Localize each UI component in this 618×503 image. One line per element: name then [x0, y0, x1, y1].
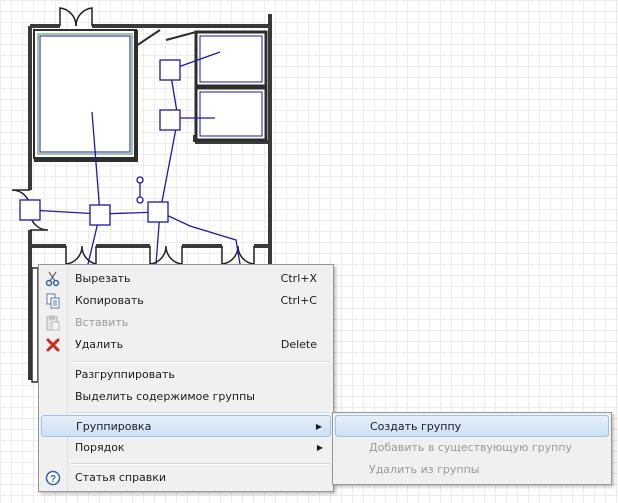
menu-item-delete[interactable]: Удалить Delete: [41, 334, 331, 356]
menu-item-shortcut: Ctrl+X: [280, 272, 317, 285]
menu-separator: [71, 412, 329, 414]
rooms: [31, 29, 268, 383]
menu-item-copy[interactable]: Копировать Ctrl+C: [41, 290, 331, 312]
submenu-arrow-icon: ▶: [315, 422, 322, 431]
submenu-item-create-group[interactable]: Создать группу: [335, 415, 609, 437]
menu-item-cut[interactable]: Вырезать Ctrl+X: [41, 268, 331, 290]
svg-text:?: ?: [50, 474, 56, 485]
menu-item-label: Вставить: [75, 316, 129, 329]
menu-item-label: Порядок: [75, 441, 125, 454]
copy-icon: [46, 293, 60, 309]
submenu-item-remove-from-group[interactable]: Удалить из группы: [335, 459, 609, 481]
menu-item-label: Группировка: [76, 420, 152, 433]
context-menu: Вырезать Ctrl+X Копировать Ctrl+C Встави…: [38, 264, 334, 492]
delete-icon: [46, 338, 60, 352]
menu-item-label: Выделить содержимое группы: [75, 390, 255, 403]
menu-item-order[interactable]: Порядок ▶: [41, 437, 331, 459]
help-icon: ?: [45, 470, 61, 486]
menu-item-grouping[interactable]: Группировка ▶: [41, 415, 331, 437]
menu-item-label: Добавить в существующую группу: [369, 441, 573, 454]
paste-icon: [46, 315, 60, 331]
menu-item-shortcut: Delete: [280, 338, 317, 351]
grouping-submenu: Создать группу Добавить в существующую г…: [332, 412, 612, 485]
menu-item-label: Удалить из группы: [369, 463, 480, 476]
menu-item-label: Статья справки: [75, 471, 167, 484]
menu-item-ungroup[interactable]: Разгруппировать: [41, 364, 331, 386]
menu-item-paste[interactable]: Вставить: [41, 312, 331, 334]
walls: [28, 14, 272, 380]
menu-item-label: Удалить: [75, 338, 124, 351]
menu-item-label: Копировать: [75, 294, 144, 307]
menu-item-label: Разгруппировать: [75, 368, 175, 381]
menu-separator: [71, 361, 329, 363]
menu-item-label: Вырезать: [75, 272, 131, 285]
menu-separator: [71, 463, 329, 465]
submenu-arrow-icon: ▶: [316, 443, 323, 452]
junction-boxes: [19, 59, 181, 226]
menu-item-label: Создать группу: [370, 420, 462, 433]
menu-item-shortcut: Ctrl+C: [280, 294, 317, 307]
menu-item-help-article[interactable]: ? Статья справки: [41, 467, 331, 489]
scissors-icon: [45, 271, 60, 287]
menu-item-select-group-contents[interactable]: Выделить содержимое группы: [41, 386, 331, 408]
submenu-item-add-to-existing-group[interactable]: Добавить в существующую группу: [335, 437, 609, 459]
